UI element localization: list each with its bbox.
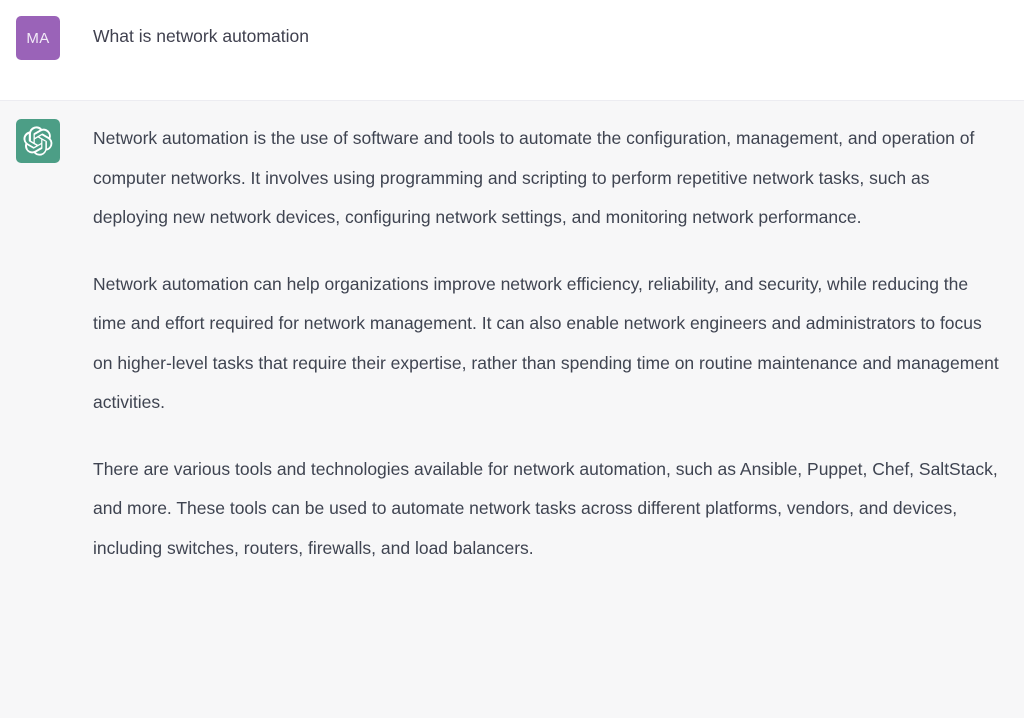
- user-avatar-initials: MA: [26, 29, 50, 47]
- user-avatar: MA: [16, 16, 60, 60]
- user-message-column: What is network automation: [93, 16, 1024, 100]
- user-message-row: MA What is network automation: [0, 0, 1024, 101]
- assistant-avatar: [16, 119, 60, 163]
- assistant-paragraph: Network automation is the use of softwar…: [93, 128, 975, 227]
- assistant-message-row: Network automation is the use of softwar…: [0, 101, 1024, 718]
- assistant-paragraph: Network automation can help organization…: [93, 273, 999, 413]
- user-avatar-column: MA: [0, 16, 93, 100]
- assistant-avatar-column: [0, 119, 93, 718]
- assistant-message-column: Network automation is the use of softwar…: [93, 119, 1024, 718]
- assistant-paragraph: There are various tools and technologies…: [93, 458, 998, 558]
- user-message-text: What is network automation: [93, 26, 309, 46]
- openai-logo-icon: [23, 126, 53, 156]
